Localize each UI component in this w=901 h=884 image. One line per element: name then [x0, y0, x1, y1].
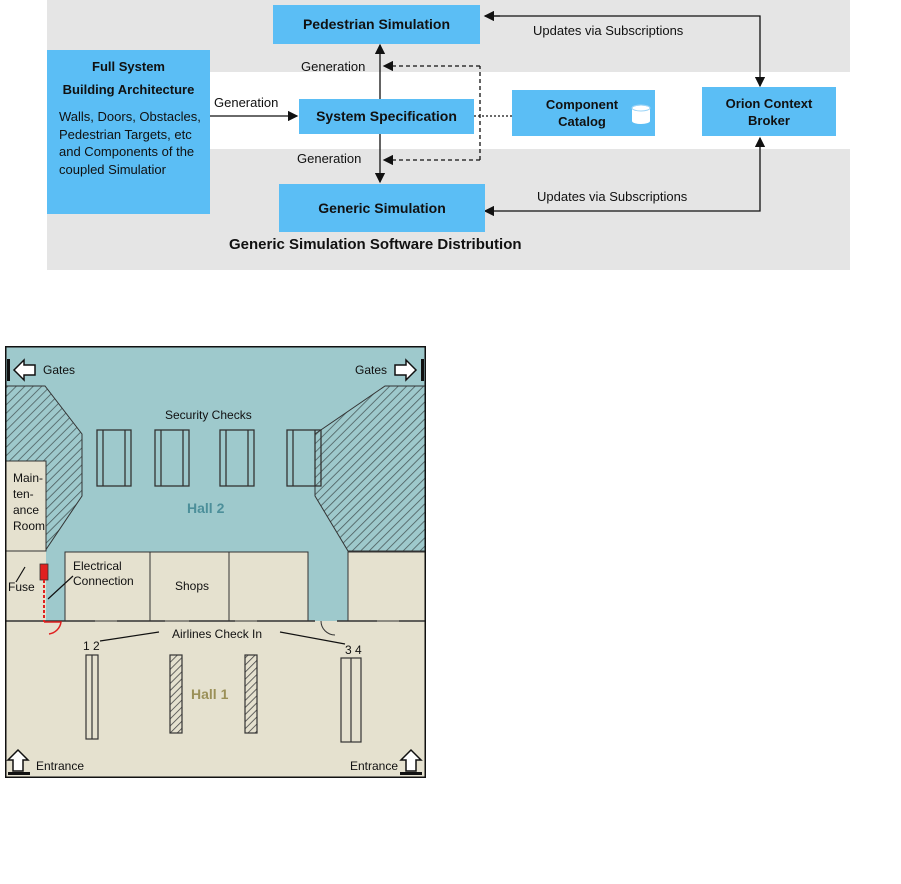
entrance-arrows: [6, 748, 423, 772]
floorplan-drawing: [5, 346, 426, 778]
gate-left-bar: [7, 359, 10, 381]
system-specification-box: System Specification: [299, 99, 474, 134]
gate-arrows: [12, 358, 418, 382]
entrance-left-label: Entrance: [36, 759, 85, 773]
floorplan-frame: [5, 346, 426, 778]
subscription-top-path: [485, 15, 766, 88]
component-catalog-label: Component Catalog: [545, 97, 619, 129]
entrance-right-label: Entrance: [350, 759, 399, 773]
generic-simulation-box: Generic Simulation: [279, 184, 485, 232]
updates-label-top: Updates via Subscriptions: [533, 23, 684, 38]
leader-lines: [15, 566, 346, 645]
counters-left-label: 1 2: [83, 639, 100, 653]
security-checks-label: Security Checks: [165, 408, 252, 422]
gates-left-label: Gates: [43, 363, 76, 377]
architecture-diagram: Full System Building Architecture Walls,…: [0, 0, 901, 280]
fuse-box: [39, 563, 49, 581]
electrical-door: [44, 621, 62, 635]
generic-simulation-label: Generic Simulation: [318, 200, 446, 216]
right-hatched-wall: [314, 385, 426, 552]
distribution-label: Generic Simulation Software Distribution: [229, 236, 522, 253]
updates-label-bottom: Updates via Subscriptions: [537, 189, 688, 204]
full-system-body: Walls, Doors, Obstacles, Pedestrian Targ…: [59, 109, 201, 177]
maintenance-room-label: Main- ten- ance Room: [13, 471, 46, 533]
orion-broker-box: Orion Context Broker: [702, 87, 836, 136]
component-catalog-box: Component Catalog: [512, 90, 655, 136]
fuse-label: Fuse: [8, 580, 35, 594]
full-system-box: Full System Building Architecture Walls,…: [47, 50, 210, 214]
hall1-label: Hall 1: [191, 686, 229, 702]
gates-right-label: Gates: [355, 363, 388, 377]
electrical-connection-label: Electrical Connection: [73, 559, 134, 588]
generation-label-left: Generation: [214, 95, 279, 110]
full-system-subtitle: Building Architecture: [62, 82, 195, 97]
gate-right-bar: [421, 359, 424, 381]
pedestrian-simulation-label: Pedestrian Simulation: [302, 16, 451, 32]
connectors: [210, 10, 766, 217]
checkin-counters: [85, 654, 362, 743]
door-arc: [320, 620, 336, 636]
hall2-label: Hall 2: [187, 500, 225, 516]
entrance-left-bar: [8, 772, 30, 775]
airlines-checkin-label: Airlines Check In: [172, 627, 263, 641]
shops-label: Shops: [175, 579, 210, 593]
generation-label-bottom: Generation: [297, 151, 362, 166]
shops-block: [64, 551, 426, 622]
system-specification-label: System Specification: [316, 108, 457, 124]
generation-label-top: Generation: [301, 59, 366, 74]
orion-broker-label: Orion Context Broker: [725, 96, 813, 128]
subscription-bottom-path: [500, 136, 766, 212]
airport-floorplan: Gates Gates Security Checks Hall 2 Main-…: [5, 346, 426, 778]
entrance-right-bar: [400, 772, 422, 775]
counters-right-label: 3 4: [345, 643, 362, 657]
pedestrian-simulation-box: Pedestrian Simulation: [273, 5, 480, 44]
full-system-title: Full System: [92, 59, 165, 74]
database-icon: [631, 104, 651, 124]
security-gates: [96, 429, 322, 487]
maintenance-room: [5, 460, 47, 552]
